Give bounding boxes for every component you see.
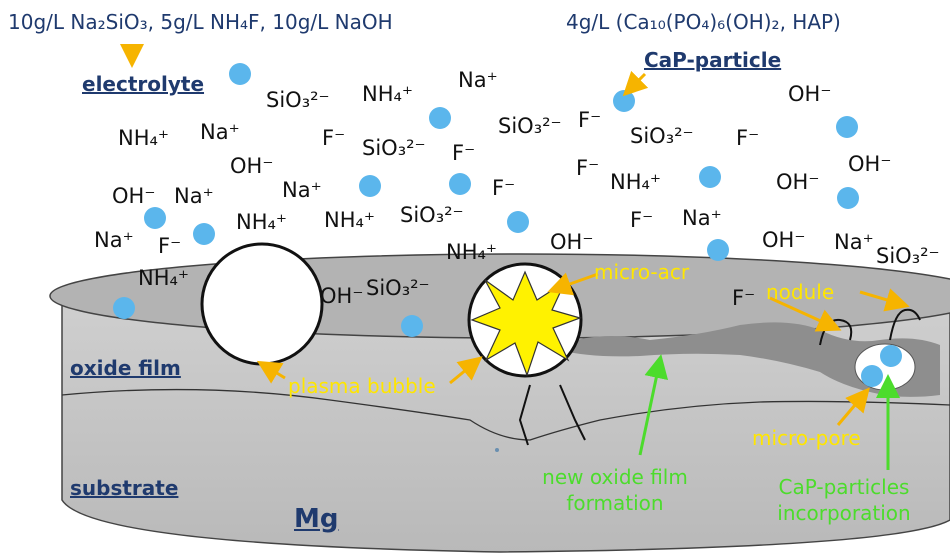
micro-pore-label: micro-pore (752, 426, 861, 450)
ion-nh4: NH₄⁺ (236, 210, 288, 234)
ion-f: F⁻ (732, 286, 756, 310)
ion-f: F⁻ (158, 234, 182, 258)
particle (836, 116, 858, 138)
ion-oh: OH⁻ (550, 230, 594, 254)
ion-oh: OH⁻ (320, 284, 364, 308)
ion-na: Na⁺ (458, 68, 498, 92)
arrow-micro-pore (836, 387, 870, 426)
plasma-bubble (200, 242, 324, 366)
particle (144, 207, 166, 229)
ion-f: F⁻ (492, 176, 516, 200)
oxide-film-label: oxide film (70, 356, 181, 380)
ion-na: Na⁺ (282, 178, 322, 202)
arrow-nodule-left (769, 296, 842, 332)
ion-sio3: SiO₃²⁻ (400, 203, 464, 227)
ion-oh: OH⁻ (230, 154, 274, 178)
mg-label: Mg (294, 504, 339, 534)
oxide-substrate-boundary (61, 388, 950, 441)
particle (113, 297, 135, 319)
cap-recipe: 4g/L (Ca₁₀(PO₄)₆(OH)₂, HAP) (566, 10, 841, 34)
ion-f: F⁻ (630, 208, 654, 232)
ion-sio3: SiO₃²⁻ (498, 114, 562, 138)
ion-na: Na⁺ (200, 120, 240, 144)
ion-nh4: NH₄⁺ (446, 240, 498, 264)
crack-right (559, 384, 586, 441)
ion-sio3: SiO₃²⁻ (366, 276, 430, 300)
particle (699, 166, 721, 188)
particle (429, 107, 451, 129)
ion-nh4: NH₄⁺ (362, 82, 414, 106)
electrolyte-recipe: 10g/L Na₂SiO₃, 5g/L NH₄F, 10g/L NaOH (8, 10, 393, 34)
crack-left (518, 384, 531, 446)
ion-na: Na⁺ (834, 230, 874, 254)
ion-f: F⁻ (576, 156, 600, 180)
plasma-bubble-label: plasma bubble (288, 374, 436, 398)
electrolyte-label: electrolyte (82, 72, 205, 96)
ion-oh: OH⁻ (776, 170, 820, 194)
ion-na: Na⁺ (682, 206, 722, 230)
cap-particle-label: CaP-particle (644, 48, 782, 72)
particle (837, 187, 859, 209)
ion-f: F⁻ (452, 141, 476, 165)
micro-arc-label: micro-acr (594, 260, 690, 284)
particle (229, 63, 251, 85)
ion-oh: OH⁻ (788, 82, 832, 106)
new-oxide-patch (560, 322, 940, 397)
nodule-label: nodule (766, 280, 835, 304)
particle (359, 175, 381, 197)
arrow-plasma-left (256, 360, 286, 384)
substrate-dot (495, 448, 499, 452)
particle (193, 223, 215, 245)
arrow-nodule-right (859, 288, 910, 312)
arrow-plasma-right (449, 356, 483, 385)
ion-sio3: SiO₃²⁻ (876, 244, 940, 268)
ion-nh4: NH₄⁺ (138, 266, 190, 290)
ion-na: Na⁺ (94, 228, 134, 252)
substrate-label: substrate (70, 476, 179, 500)
particle (707, 239, 729, 261)
ion-sio3: SiO₃²⁻ (630, 124, 694, 148)
ion-oh: OH⁻ (112, 184, 156, 208)
ion-na: Na⁺ (174, 184, 214, 208)
ion-nh4: NH₄⁺ (610, 170, 662, 194)
arrow-new-oxide (638, 354, 669, 456)
ion-nh4: NH₄⁺ (324, 208, 376, 232)
ion-sio3: SiO₃²⁻ (362, 136, 426, 160)
disc-side (61, 299, 950, 553)
particle (613, 90, 635, 112)
arrow-to-cap-particle (622, 70, 649, 97)
particle (449, 173, 471, 195)
particle (880, 345, 902, 367)
ion-f: F⁻ (578, 108, 602, 132)
particle (861, 365, 883, 387)
ion-f: F⁻ (736, 126, 760, 150)
particle (507, 211, 529, 233)
particle (401, 315, 423, 337)
ion-nh4: NH₄⁺ (118, 126, 170, 150)
micro-arc-spark (470, 270, 582, 377)
ion-oh: OH⁻ (762, 228, 806, 252)
arrow-micro-arc (547, 272, 599, 296)
ion-f: F⁻ (322, 126, 346, 150)
ion-sio3: SiO₃²⁻ (266, 88, 330, 112)
ion-oh: OH⁻ (848, 152, 892, 176)
new-oxide-film-label: new oxide film formation (542, 465, 688, 515)
cap-incorporation-label: CaP-particles incorporation (777, 475, 911, 525)
